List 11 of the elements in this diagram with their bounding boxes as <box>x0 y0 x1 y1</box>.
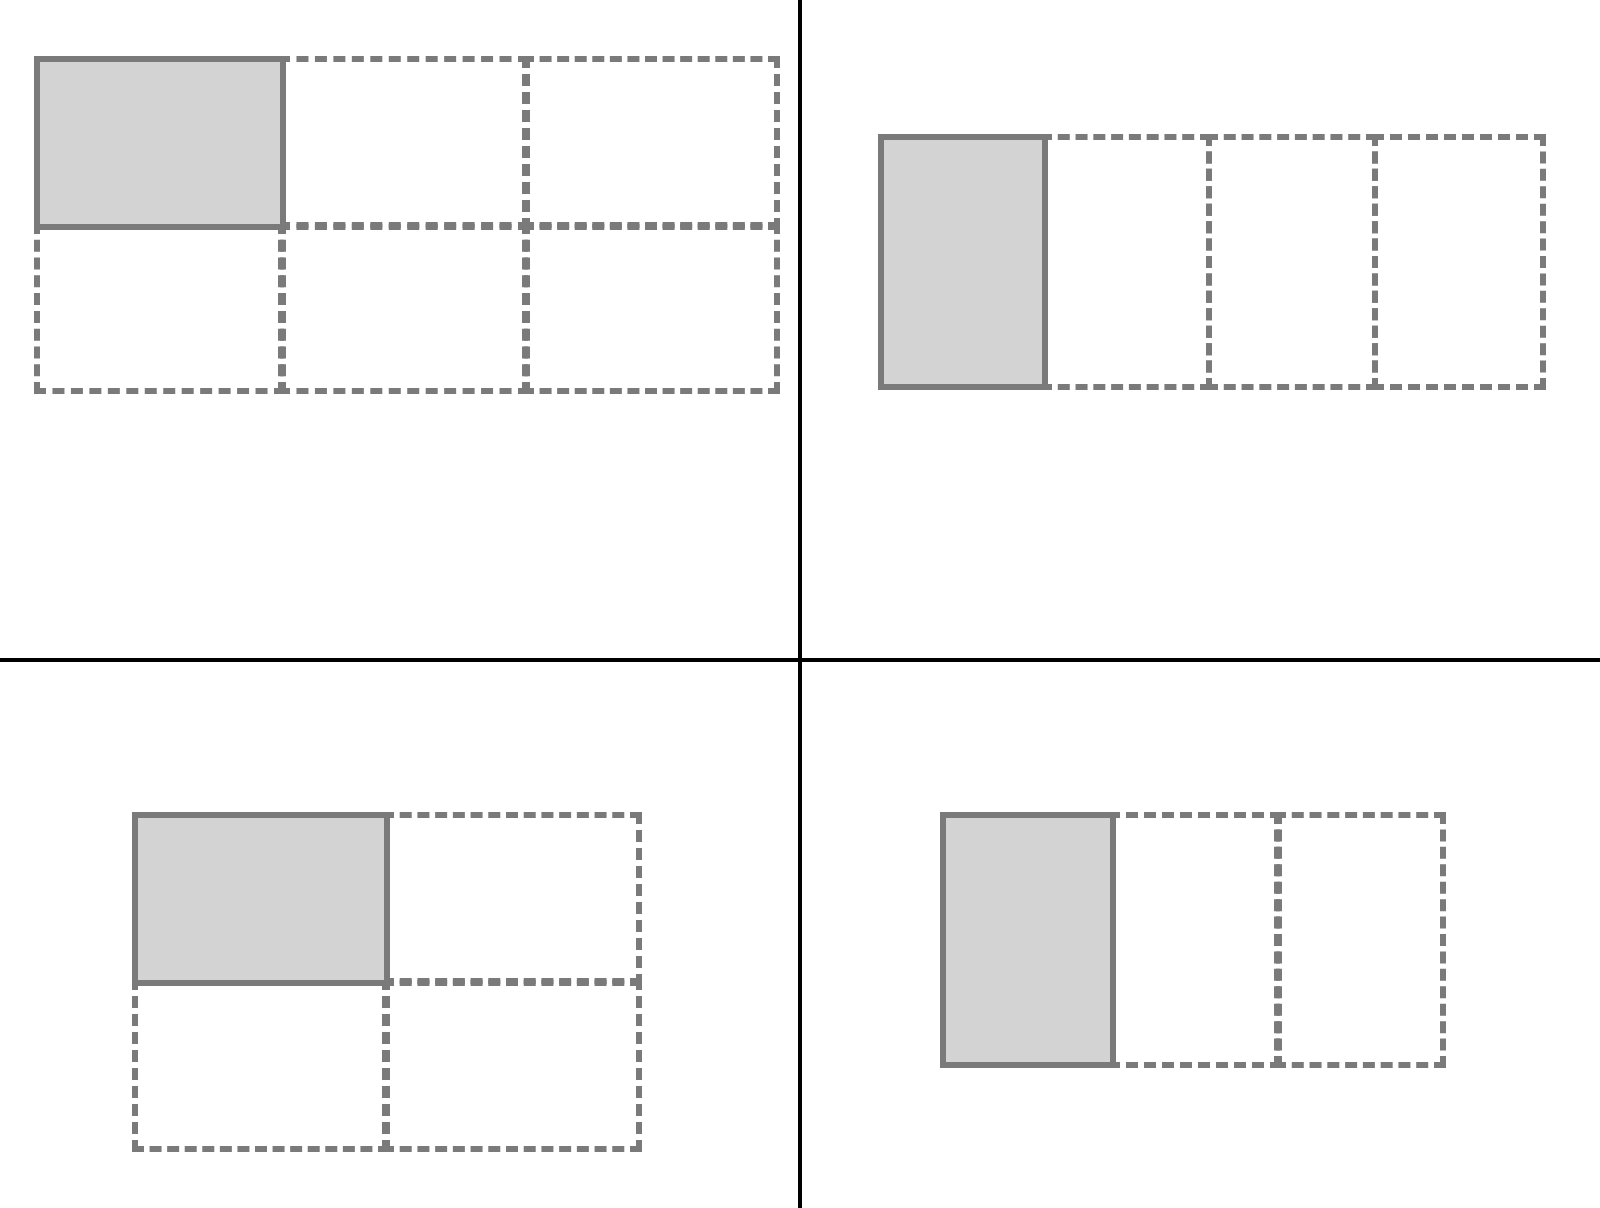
dashed-rectangle <box>278 222 530 394</box>
dashed-rectangle <box>1274 812 1446 1068</box>
dashed-rectangle <box>522 222 780 394</box>
shaded-rectangle <box>34 56 286 230</box>
dashed-rectangle <box>382 978 642 1152</box>
dashed-rectangle <box>522 56 780 230</box>
shaded-rectangle <box>132 812 390 986</box>
shaded-rectangle <box>878 134 1048 390</box>
dashed-rectangle <box>1372 134 1546 390</box>
dashed-rectangle <box>1206 134 1378 390</box>
shaded-rectangle <box>940 812 1116 1068</box>
